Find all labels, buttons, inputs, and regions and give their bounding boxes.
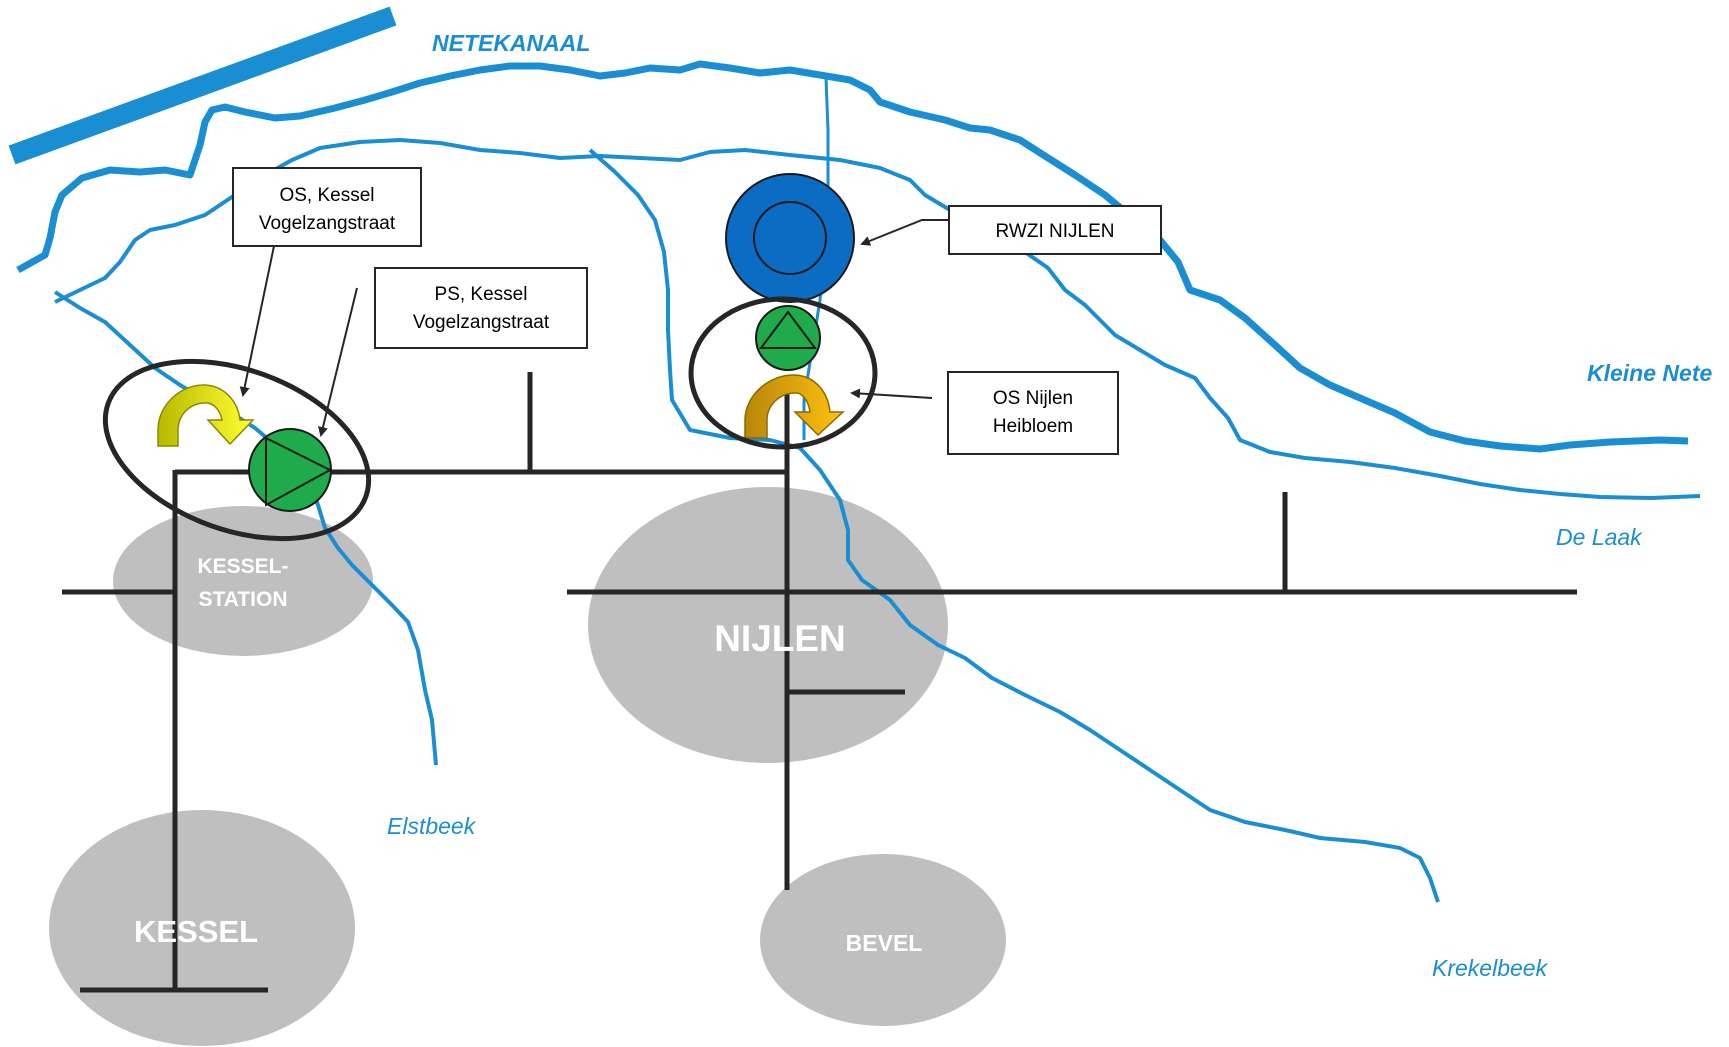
pointer-rwzi-nijlen xyxy=(860,219,949,246)
label-netekanaal: NETEKANAAL xyxy=(432,30,590,56)
pump-kessel-icon xyxy=(248,428,332,512)
pointer-os-nijlen xyxy=(850,388,933,399)
pump-kessel-triangle xyxy=(265,436,333,507)
rwzi-circle-icon xyxy=(725,173,855,303)
callout-os-kessel-line2: Vogelzangstraat xyxy=(259,213,396,234)
label-kessel-station-line2: STATION xyxy=(198,588,287,611)
netekanaal-canal xyxy=(8,6,397,165)
rwzi-inner-ring xyxy=(753,201,827,275)
pointer-ps-kessel xyxy=(318,287,358,437)
label-kessel: KESSEL xyxy=(134,914,258,949)
callout-ps-kessel-box xyxy=(374,267,588,349)
callout-ps-kessel: PS, Kessel Vogelzangstraat xyxy=(374,267,588,349)
overflow-kessel-arrow-icon xyxy=(157,384,255,447)
label-de-laak: De Laak xyxy=(1556,524,1643,550)
callout-ps-kessel-line2: Vogelzangstraat xyxy=(413,312,550,333)
kleine-nete-river xyxy=(16,60,1689,453)
callout-os-kessel: OS, Kessel Vogelzangstraat xyxy=(232,167,422,247)
pointer-os-kessel xyxy=(239,245,275,397)
label-kessel-station-line1: KESSEL- xyxy=(197,555,288,578)
label-nijlen: NIJLEN xyxy=(714,618,846,659)
town-kessel-station xyxy=(113,506,373,656)
label-elstbeek: Elstbeek xyxy=(387,813,477,839)
callout-os-kessel-box xyxy=(232,167,422,247)
callout-os-nijlen-box xyxy=(947,371,1119,455)
callout-rwzi-nijlen: RWZI NIJLEN xyxy=(948,205,1162,255)
rwzi-nijlen xyxy=(725,173,855,303)
callout-rwzi-nijlen-box xyxy=(948,205,1162,255)
os-ps-kessel-highlight xyxy=(102,358,372,542)
pump-nijlen-triangle xyxy=(759,310,817,349)
town-kessel xyxy=(49,810,355,1046)
callout-ps-kessel-line1: PS, Kessel xyxy=(435,284,528,305)
label-kleine-nete: Kleine Nete xyxy=(1587,360,1712,386)
os-nijlen-highlight xyxy=(688,296,878,450)
pump-nijlen-icon xyxy=(755,305,821,371)
label-bevel: BEVEL xyxy=(846,930,923,956)
callout-os-nijlen-line1: OS Nijlen xyxy=(993,388,1073,409)
callout-os-nijlen-line2: Heibloem xyxy=(993,416,1073,437)
callout-os-nijlen: OS Nijlen Heibloem xyxy=(947,371,1119,455)
callout-os-kessel-line1: OS, Kessel xyxy=(279,185,374,206)
overflow-nijlen-arrow-icon xyxy=(744,374,845,439)
town-bevel xyxy=(760,854,1006,1026)
label-krekelbeek: Krekelbeek xyxy=(1432,955,1549,981)
krekelbeek-stream xyxy=(588,148,1440,903)
callout-rwzi-nijlen-text: RWZI NIJLEN xyxy=(996,221,1115,242)
